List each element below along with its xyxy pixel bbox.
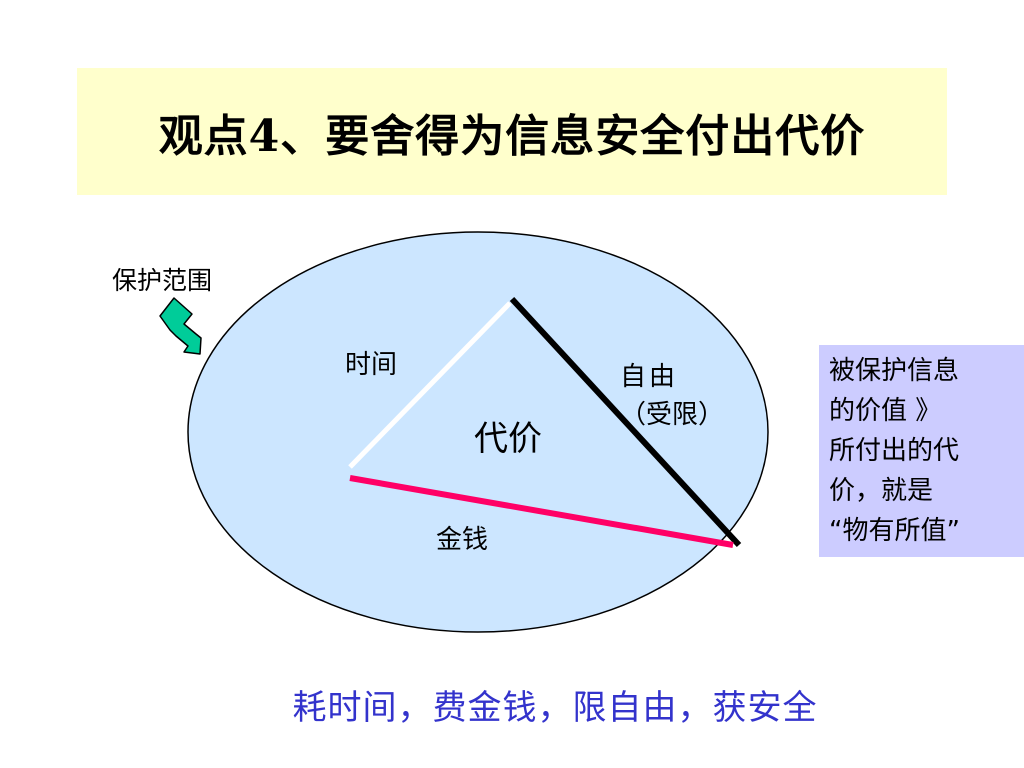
protection-scope-ellipse: [187, 231, 769, 633]
time-label: 时间: [345, 350, 398, 380]
money-edge: [349, 475, 734, 548]
cost-label: 代价: [474, 419, 542, 459]
protection-scope-label: 保护范围: [112, 266, 213, 295]
footer-slogan: 耗时间，费金钱，限自由，获安全: [292, 688, 818, 728]
value-note-box: 被保护信息 的价值 》 所付出的代 价，就是 “物有所值”: [819, 345, 1024, 557]
freedom-limited-label: （受限）: [620, 400, 725, 430]
money-label: 金钱: [436, 525, 489, 555]
bent-arrow-icon: [159, 297, 202, 355]
title-banner: 观点4、要舍得为信息安全付出代价: [77, 68, 947, 195]
slide-title: 观点4、要舍得为信息安全付出代价: [158, 110, 866, 162]
value-note-text: 被保护信息 的价值 》 所付出的代 价，就是 “物有所值”: [829, 356, 960, 546]
freedom-edge: [509, 296, 742, 548]
time-edge: [348, 301, 512, 469]
freedom-label: 自由: [620, 362, 679, 392]
